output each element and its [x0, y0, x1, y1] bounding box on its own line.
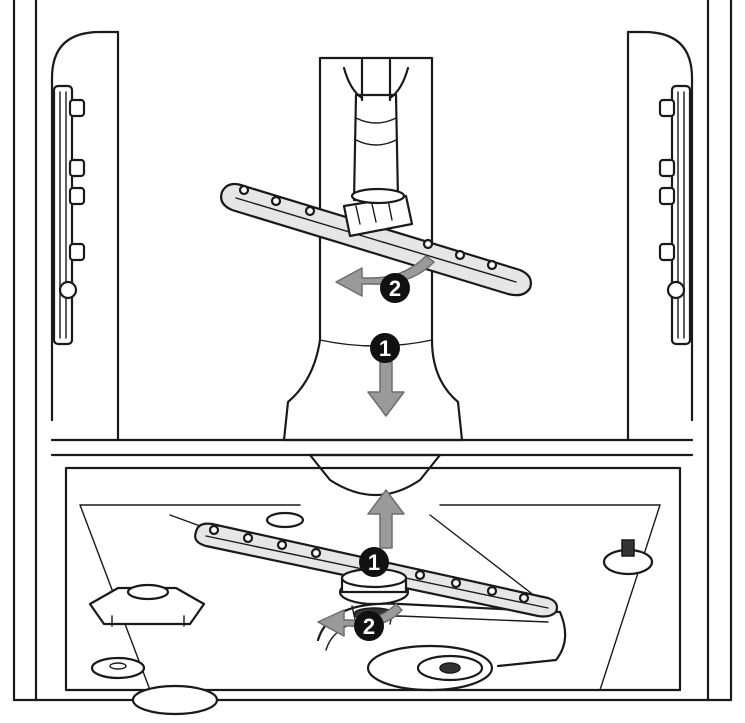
- callout-lower-1: 1: [359, 547, 389, 577]
- upper-down-arrow: [367, 361, 405, 417]
- tub-walls: [12, 0, 733, 702]
- left-rail-roller: [68, 158, 86, 178]
- callout-upper-2: 2: [380, 273, 410, 303]
- callout-label: 2: [363, 614, 375, 639]
- callout-label: 1: [368, 550, 380, 575]
- rinse-aid-cap: [88, 586, 206, 626]
- callout-upper-1: 1: [370, 333, 400, 363]
- left-tub-corner: [50, 30, 120, 422]
- left-rail-roller: [68, 186, 86, 206]
- right-tub-corner: [626, 30, 694, 422]
- callout-label: 2: [389, 276, 401, 301]
- upper-spray-arm: [220, 182, 532, 297]
- right-rail-track: [670, 84, 692, 346]
- water-duct: [282, 56, 464, 496]
- tub-floor-outline: [64, 466, 682, 692]
- tub-base: [50, 438, 694, 716]
- left-rack-rail: [52, 84, 86, 346]
- callout-label: 1: [379, 336, 391, 361]
- right-rail-roller: [658, 242, 676, 262]
- left-rail-track: [52, 84, 74, 346]
- feed-pipe: [352, 93, 400, 202]
- right-rail-roller: [658, 98, 676, 118]
- lower-arm-nozzles: [208, 524, 530, 604]
- callout-lower-2: 2: [354, 611, 384, 641]
- right-rail-roller: [658, 158, 676, 178]
- left-rail-roller: [68, 98, 86, 118]
- right-rail-stop: [666, 280, 686, 300]
- detergent-cap: [90, 656, 146, 680]
- right-rail-roller: [658, 186, 676, 206]
- upper-arm-nozzles: [238, 184, 498, 271]
- upper-rotate-arrow: [335, 255, 435, 297]
- duct-funnel: [308, 453, 442, 496]
- left-rail-stop: [58, 280, 78, 300]
- lower-up-arrow: [367, 489, 405, 549]
- left-rail-roller: [68, 242, 86, 262]
- right-rack-rail: [658, 84, 692, 346]
